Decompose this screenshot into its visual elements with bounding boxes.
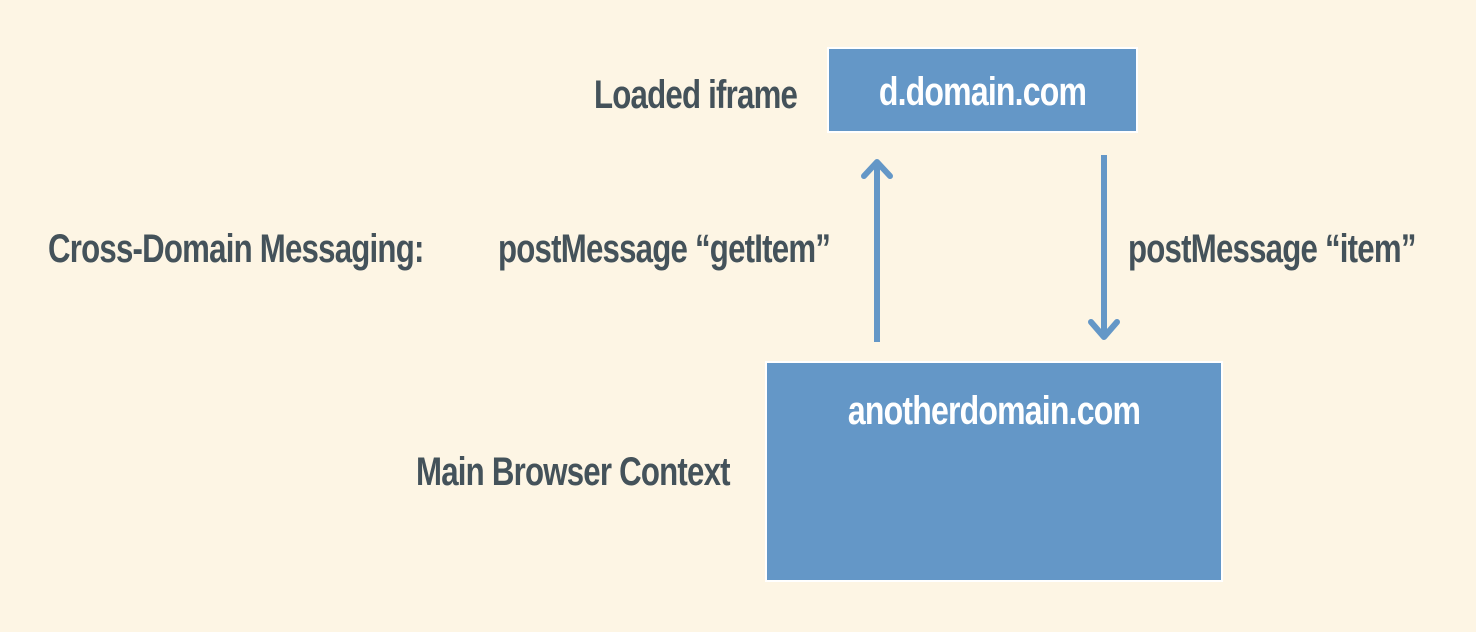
- message-up-label: postMessage “getItem”: [498, 227, 831, 271]
- iframe-box-label: d.domain.com: [878, 70, 1087, 114]
- main-box-label: anotherdomain.com: [847, 389, 1141, 433]
- messaging-label: Cross-Domain Messaging:: [48, 227, 424, 271]
- main-context-box: anotherdomain.com: [765, 361, 1223, 582]
- message-down-label: postMessage “item”: [1128, 227, 1416, 271]
- iframe-label: Loaded iframe: [594, 73, 798, 117]
- arrow-down: [1088, 155, 1120, 340]
- arrow-up: [861, 159, 893, 342]
- iframe-box: d.domain.com: [827, 47, 1138, 133]
- main-context-label: Main Browser Context: [416, 450, 731, 494]
